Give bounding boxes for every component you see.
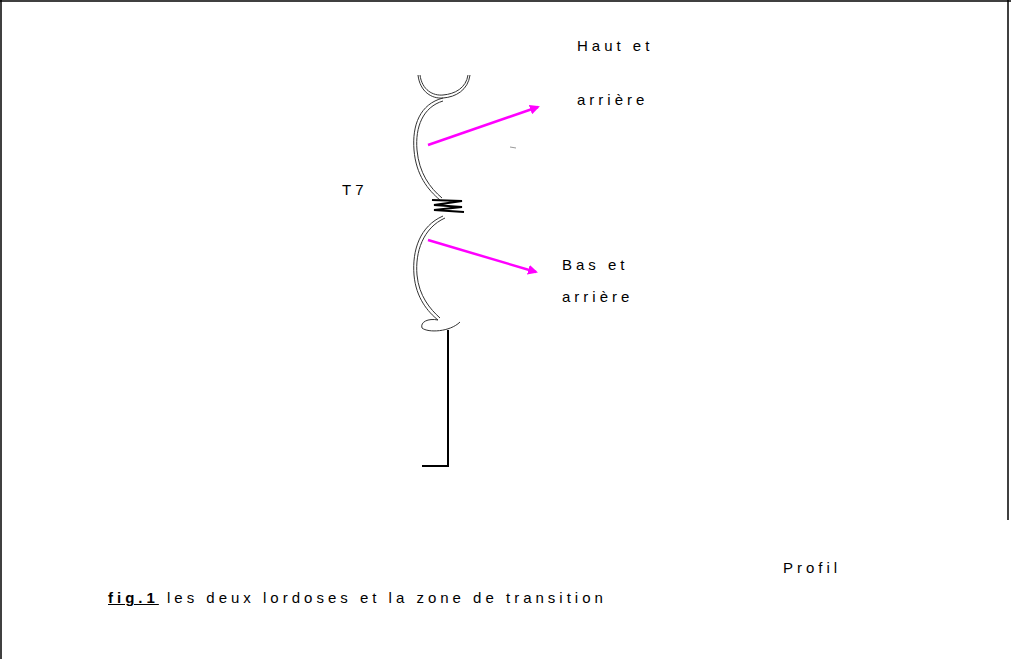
direction-arrow	[428, 240, 536, 272]
view-label: Profil	[783, 559, 841, 577]
spine-curve	[414, 75, 470, 331]
transition-zigzag	[432, 200, 464, 212]
tick-mark	[510, 147, 516, 148]
direction-label: Bas et arrière	[562, 249, 662, 313]
direction-label: Haut et arrière	[577, 19, 682, 127]
vertebra-label: T7	[342, 181, 368, 199]
base-line	[422, 330, 448, 466]
figure-number: fig.1	[108, 589, 159, 607]
direction-arrow	[428, 107, 538, 145]
figure-caption: les deux lordoses et la zone de transiti…	[167, 589, 607, 607]
